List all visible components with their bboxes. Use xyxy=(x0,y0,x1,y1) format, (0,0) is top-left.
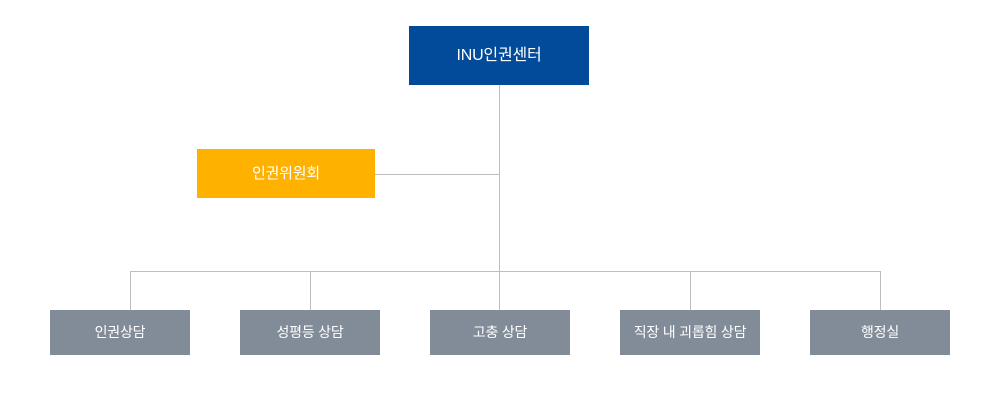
node-department-label: 직장 내 괴롭힘 상담 xyxy=(633,324,747,341)
connector-committee-to-trunk xyxy=(375,174,500,175)
node-department-label: 행정실 xyxy=(860,324,900,341)
node-human-rights-committee: 인권위원회 xyxy=(197,149,375,198)
node-department-gender-equality-counseling: 성평등 상담 xyxy=(240,310,380,355)
connector-drop-department-5 xyxy=(880,271,881,310)
node-department-label: 인권상담 xyxy=(94,324,146,341)
node-committee-label: 인권위원회 xyxy=(251,164,320,182)
node-root-inu-human-rights-center: INU인권센터 xyxy=(409,26,589,85)
node-department-label: 고충 상담 xyxy=(472,324,528,341)
connector-root-to-bus xyxy=(499,85,500,272)
connector-drop-department-4 xyxy=(690,271,691,310)
node-root-label: INU인권센터 xyxy=(456,46,542,64)
node-department-grievance-counseling: 고충 상담 xyxy=(430,310,570,355)
node-department-administration-office: 행정실 xyxy=(810,310,950,355)
connector-drop-department-3 xyxy=(499,271,500,310)
connector-drop-department-2 xyxy=(310,271,311,310)
node-department-human-rights-counseling: 인권상담 xyxy=(50,310,190,355)
node-department-workplace-harassment-counseling: 직장 내 괴롭힘 상담 xyxy=(620,310,760,355)
connector-drop-department-1 xyxy=(130,271,131,310)
connector-horizontal-bus xyxy=(130,271,881,272)
node-department-label: 성평등 상담 xyxy=(276,324,344,341)
